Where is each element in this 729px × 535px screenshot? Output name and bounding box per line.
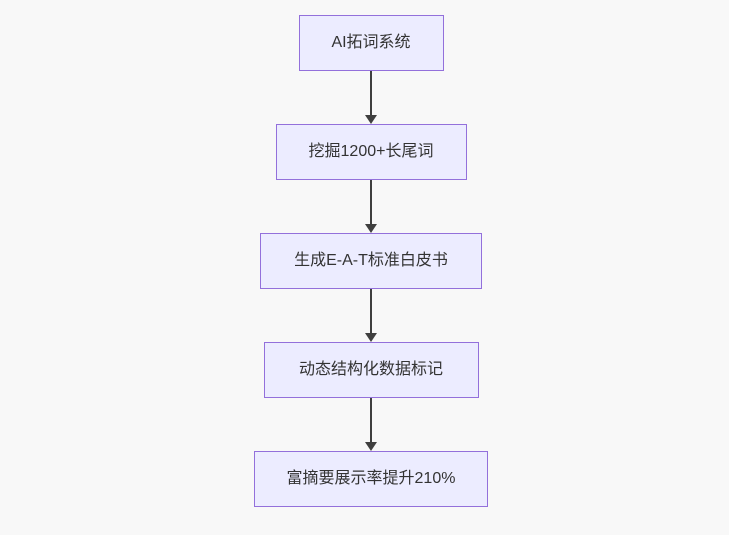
arrowhead-down-icon: [365, 333, 377, 342]
arrowhead-down-icon: [365, 115, 377, 124]
flowchart-node-ai-word-expansion: AI拓词系统: [298, 15, 444, 71]
node-label: AI拓词系统: [331, 34, 411, 51]
edge-connector-3: [365, 289, 377, 342]
node-label: 生成E-A-T标准白皮书: [294, 252, 448, 269]
flowchart-node-rich-snippet-result: 富摘要展示率提升210%: [254, 451, 488, 507]
edge-line: [370, 289, 372, 333]
node-label: 挖掘1200+长尾词: [308, 143, 434, 160]
node-label: 动态结构化数据标记: [298, 361, 443, 378]
edge-line: [370, 180, 372, 224]
flowchart-node-longtail-mining: 挖掘1200+长尾词: [275, 124, 467, 180]
edge-connector-2: [365, 180, 377, 233]
edge-line: [370, 398, 372, 442]
flowchart: AI拓词系统 挖掘1200+长尾词 生成E-A-T标准白皮书 动态结构化数据标记: [254, 15, 488, 507]
flowchart-node-structured-data-markup: 动态结构化数据标记: [263, 342, 479, 398]
edge-connector-4: [365, 398, 377, 451]
arrowhead-down-icon: [365, 224, 377, 233]
edge-line: [370, 71, 372, 115]
flowchart-node-eat-whitepaper: 生成E-A-T标准白皮书: [260, 233, 482, 289]
node-label: 富摘要展示率提升210%: [286, 470, 456, 487]
edge-connector-1: [365, 71, 377, 124]
arrowhead-down-icon: [365, 442, 377, 451]
